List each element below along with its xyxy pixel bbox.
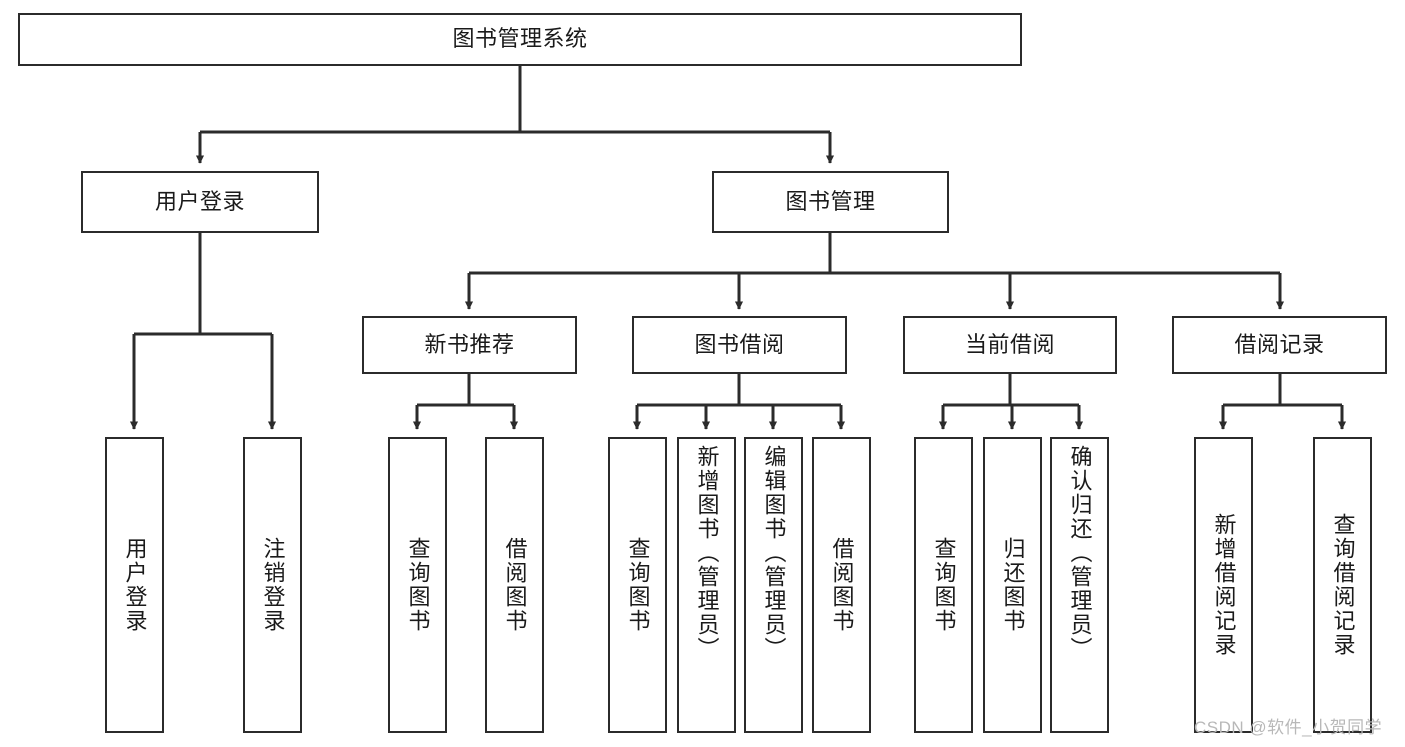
- node-leaf-cur-confirm-return[interactable]: 确认归还（管理员）: [1050, 437, 1109, 733]
- node-new-book-rec-label: 新书推荐: [424, 331, 515, 357]
- node-leaf-user-logout-label: 注销登录: [260, 537, 286, 633]
- node-leaf-rec-query-book[interactable]: 查询图书: [388, 437, 447, 733]
- node-current-borrow-label: 当前借阅: [964, 331, 1055, 357]
- node-book-borrow[interactable]: 图书借阅: [632, 316, 847, 374]
- node-leaf-borrow-query-book-label: 查询图书: [625, 537, 651, 633]
- node-book-manage[interactable]: 图书管理: [712, 171, 949, 233]
- node-leaf-cur-confirm-return-label: 确认归还（管理员）: [1067, 445, 1093, 661]
- node-leaf-rec-query-record-label: 查询借阅记录: [1330, 513, 1356, 657]
- node-leaf-rec-borrow-book[interactable]: 借阅图书: [485, 437, 544, 733]
- node-leaf-borrow-add-book[interactable]: 新增图书（管理员）: [677, 437, 736, 733]
- node-leaf-cur-query-book-label: 查询图书: [931, 537, 957, 633]
- node-leaf-rec-add-record[interactable]: 新增借阅记录: [1194, 437, 1253, 733]
- node-leaf-borrow-borrow-book-label: 借阅图书: [829, 537, 855, 633]
- node-borrow-record-label: 借阅记录: [1234, 331, 1325, 357]
- connector-currentborrow-to-leaves: [938, 374, 1084, 430]
- node-user-login[interactable]: 用户登录: [81, 171, 319, 233]
- node-user-login-label: 用户登录: [154, 188, 245, 214]
- connector-newbookrec-to-leaves: [412, 374, 519, 430]
- connector-bookborrow-to-leaves: [632, 374, 846, 430]
- node-leaf-rec-add-record-label: 新增借阅记录: [1211, 513, 1237, 657]
- node-leaf-borrow-query-book[interactable]: 查询图书: [608, 437, 667, 733]
- node-book-manage-label: 图书管理: [785, 188, 876, 214]
- node-leaf-user-logout[interactable]: 注销登录: [243, 437, 302, 733]
- connector-borrowrecord-to-leaves: [1218, 374, 1347, 430]
- node-borrow-record[interactable]: 借阅记录: [1172, 316, 1387, 374]
- csdn-watermark: CSDN @软件_小贺同学: [1194, 718, 1383, 737]
- connector-root-to-level2: [195, 66, 835, 164]
- node-leaf-rec-borrow-book-label: 借阅图书: [502, 537, 528, 633]
- node-leaf-borrow-borrow-book[interactable]: 借阅图书: [812, 437, 871, 733]
- node-root-system[interactable]: 图书管理系统: [18, 13, 1022, 66]
- node-leaf-borrow-add-book-label: 新增图书（管理员）: [694, 445, 720, 661]
- node-leaf-borrow-edit-book-label: 编辑图书（管理员）: [761, 445, 787, 661]
- node-current-borrow[interactable]: 当前借阅: [903, 316, 1117, 374]
- node-root-label: 图书管理系统: [452, 26, 588, 52]
- connector-userlogin-to-leaves: [129, 233, 277, 430]
- node-leaf-rec-query-book-label: 查询图书: [405, 537, 431, 633]
- connector-bookmanage-to-level3: [464, 233, 1285, 310]
- node-leaf-user-login-label: 用户登录: [122, 537, 148, 633]
- node-leaf-rec-query-record[interactable]: 查询借阅记录: [1313, 437, 1372, 733]
- node-leaf-user-login[interactable]: 用户登录: [105, 437, 164, 733]
- node-leaf-cur-return-book[interactable]: 归还图书: [983, 437, 1042, 733]
- node-leaf-cur-query-book[interactable]: 查询图书: [914, 437, 973, 733]
- node-new-book-rec[interactable]: 新书推荐: [362, 316, 577, 374]
- node-book-borrow-label: 图书借阅: [694, 331, 785, 357]
- node-leaf-borrow-edit-book[interactable]: 编辑图书（管理员）: [744, 437, 803, 733]
- node-leaf-cur-return-book-label: 归还图书: [1000, 537, 1026, 633]
